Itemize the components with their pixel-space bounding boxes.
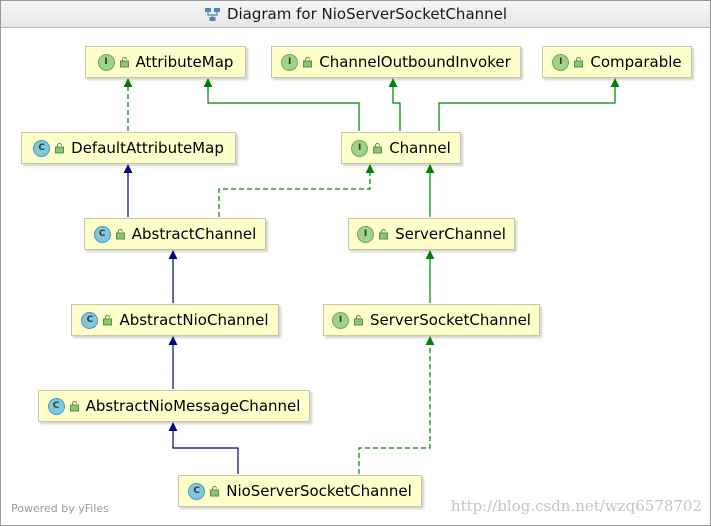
node-label: AbstractNioChannel bbox=[119, 311, 269, 329]
node-comparable[interactable]: I Comparable bbox=[542, 46, 692, 78]
class-diagram-icon bbox=[204, 7, 220, 21]
watermark-text: http://blog.csdn.net/wzq6578702 bbox=[450, 497, 702, 515]
public-lock-icon bbox=[103, 315, 113, 326]
node-label: AbstractNioMessageChannel bbox=[85, 397, 301, 415]
node-label: Comparable bbox=[590, 53, 682, 71]
title-bar: Diagram for NioServerSocketChannel bbox=[1, 1, 710, 28]
node-channel[interactable]: I Channel bbox=[341, 132, 461, 164]
class-badge-icon: C bbox=[188, 482, 206, 500]
abstract-class-badge-icon: C bbox=[93, 225, 111, 243]
edge-abstractchannel-channel bbox=[218, 164, 375, 217]
interface-badge-icon: I bbox=[552, 53, 570, 71]
node-server-channel[interactable]: I ServerChannel bbox=[348, 218, 515, 250]
edge-nioserversocketchannel-abstractniomessagechannel bbox=[168, 422, 239, 474]
node-label: ServerChannel bbox=[395, 225, 506, 243]
node-label: ServerSocketChannel bbox=[370, 311, 531, 329]
node-nio-server-socket-channel[interactable]: C NioServerSocketChannel bbox=[178, 475, 422, 507]
public-lock-icon bbox=[303, 57, 313, 68]
abstract-class-badge-icon: C bbox=[81, 311, 99, 329]
public-lock-icon bbox=[354, 315, 363, 326]
public-lock-icon bbox=[119, 57, 129, 68]
public-lock-icon bbox=[115, 229, 125, 240]
node-label: ChannelOutboundInvoker bbox=[319, 53, 511, 71]
public-lock-icon bbox=[379, 229, 389, 240]
node-label: AttributeMap bbox=[135, 53, 234, 71]
node-label: NioServerSocketChannel bbox=[226, 482, 412, 500]
public-lock-icon bbox=[373, 143, 383, 154]
interface-badge-icon: I bbox=[332, 311, 349, 329]
public-lock-icon bbox=[210, 486, 220, 497]
node-abstract-nio-message-channel[interactable]: C AbstractNioMessageChannel bbox=[38, 390, 310, 422]
node-server-socket-channel[interactable]: I ServerSocketChannel bbox=[323, 304, 540, 336]
node-abstract-channel[interactable]: C AbstractChannel bbox=[84, 218, 266, 250]
window-title: Diagram for NioServerSocketChannel bbox=[226, 5, 508, 23]
edges-layer bbox=[123, 78, 620, 474]
interface-badge-icon: I bbox=[357, 225, 375, 243]
public-lock-icon bbox=[55, 143, 65, 154]
diagram-canvas[interactable]: I AttributeMap I ChannelOutboundInvoker … bbox=[1, 28, 710, 525]
public-lock-icon bbox=[574, 57, 584, 68]
edge-channel-channeloutboundinvoker bbox=[388, 78, 401, 131]
edge-nioserversocketchannel-serversocketchannel bbox=[358, 336, 435, 474]
interface-badge-icon: I bbox=[281, 53, 299, 71]
node-attribute-map[interactable]: I AttributeMap bbox=[85, 46, 246, 78]
node-channel-outbound-invoker[interactable]: I ChannelOutboundInvoker bbox=[271, 46, 521, 78]
interface-badge-icon: I bbox=[97, 53, 115, 71]
node-abstract-nio-channel[interactable]: C AbstractNioChannel bbox=[71, 304, 279, 336]
class-badge-icon: C bbox=[33, 139, 51, 157]
node-label: DefaultAttributeMap bbox=[71, 139, 224, 157]
node-label: Channel bbox=[389, 139, 451, 157]
abstract-class-badge-icon: C bbox=[47, 397, 65, 415]
node-default-attribute-map[interactable]: C DefaultAttributeMap bbox=[21, 132, 236, 164]
edge-channel-attributemap bbox=[203, 78, 360, 131]
interface-badge-icon: I bbox=[351, 139, 369, 157]
powered-by-label: Powered by yFiles bbox=[11, 502, 109, 515]
edge-channel-comparable bbox=[438, 78, 620, 131]
node-label: AbstractChannel bbox=[131, 225, 257, 243]
public-lock-icon bbox=[69, 401, 79, 412]
